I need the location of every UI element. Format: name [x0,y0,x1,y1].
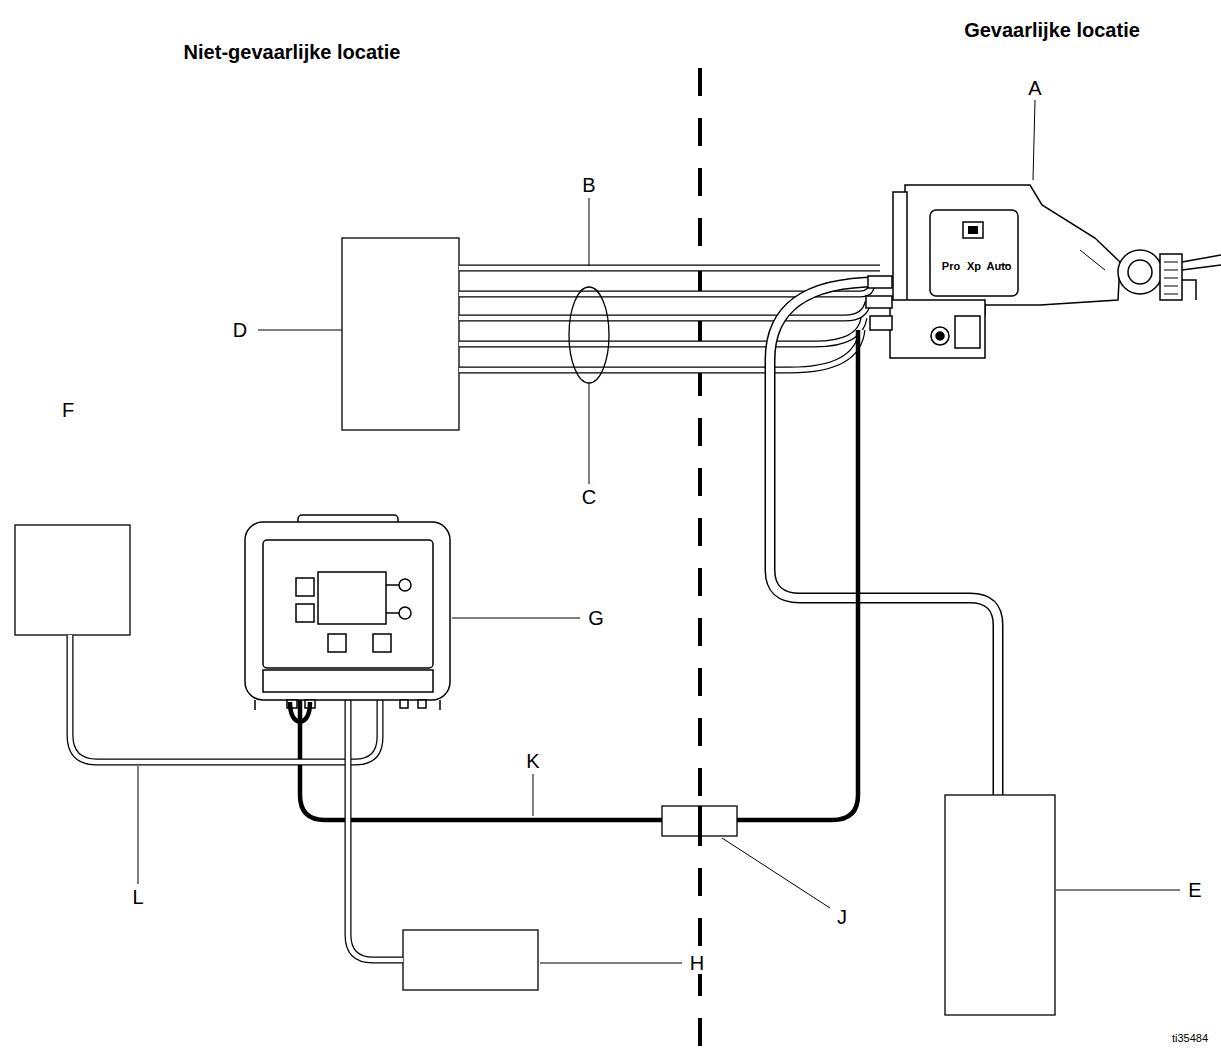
leader-line [1033,100,1035,180]
bulkhead-j [662,806,737,836]
controller [245,515,450,710]
leader-line [722,838,830,908]
box-e [945,795,1055,1015]
callout-letter: C [580,486,598,508]
callout-letter: K [524,750,541,772]
leader-line [1056,890,1180,891]
ground-cable [290,702,310,722]
leader-line [138,766,139,884]
callout-letter: D [231,319,249,341]
leader-line [589,383,590,484]
leader-line [589,198,590,266]
leader-line [258,330,342,331]
logo-text: Pro [942,261,960,272]
callout-letter: F [60,399,76,421]
callout-letter: A [1026,77,1043,99]
leader-line [533,774,534,816]
callout-letter: J [835,906,849,928]
box-f [15,525,130,635]
location-heading: Gevaarlijke locatie [964,20,1140,40]
callout-letter: L [130,886,145,908]
air-supply-tube [348,700,403,960]
figure-id: ti35484 [1172,1033,1208,1044]
spray-gun [866,185,1221,358]
logo-text: Auto [986,261,1011,272]
air-tubes [459,268,880,370]
logo-text: Xp [967,261,981,272]
fluid-tube [770,282,998,795]
location-heading: Niet-gevaarlijke locatie [184,42,401,62]
callout-letter: E [1186,879,1203,901]
ground-cable [300,330,858,820]
box-h [403,930,538,990]
callout-letter: G [586,607,606,629]
bundle-ring [569,287,609,383]
boundary-line [698,68,702,1048]
callout-letter: H [688,952,706,974]
leader-line [540,963,682,964]
boundary-line [698,806,702,836]
callout-letter: B [580,174,597,196]
box-d [342,238,459,430]
leader-line [452,618,580,619]
